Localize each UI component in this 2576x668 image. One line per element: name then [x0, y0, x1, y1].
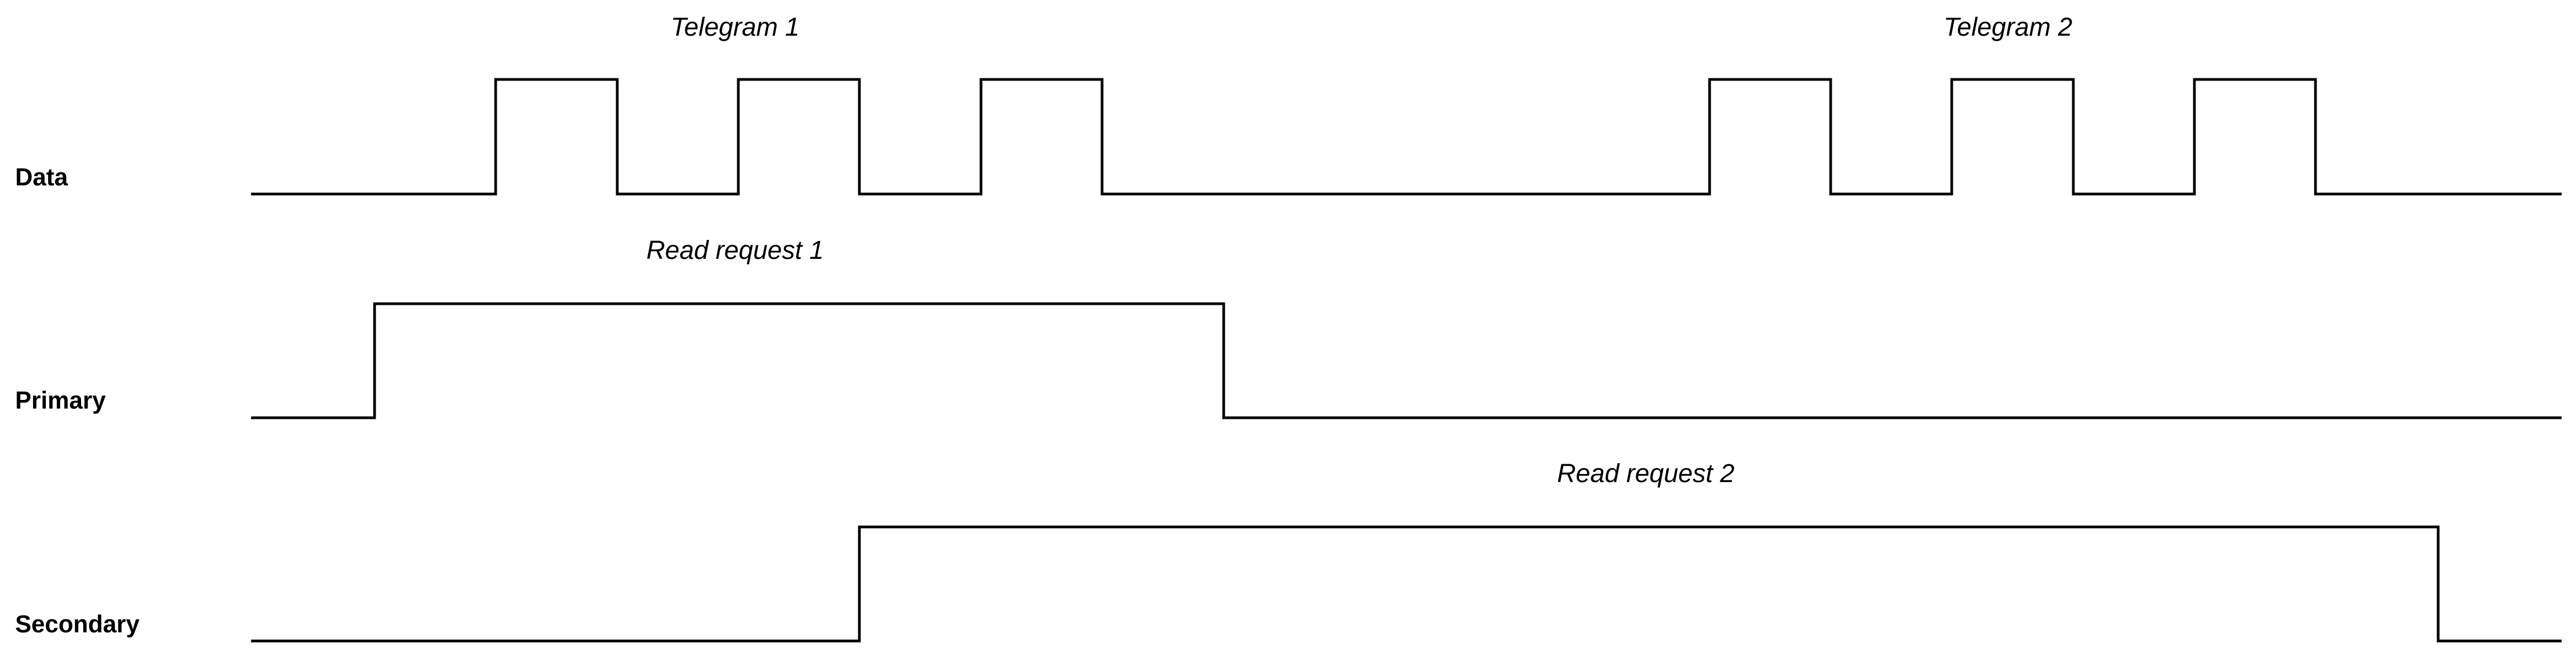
secondary-waveform	[251, 525, 2562, 643]
read-request-2-label: Read request 2	[1557, 459, 1734, 488]
read-request-1-label: Read request 1	[646, 236, 824, 265]
row-label-data: Data	[15, 163, 69, 191]
telegram-1-label: Telegram 1	[671, 13, 799, 42]
telegram-2-label: Telegram 2	[1944, 13, 2072, 42]
data-waveform	[251, 78, 2562, 196]
row-label-secondary: Secondary	[15, 610, 139, 638]
primary-waveform	[251, 302, 2562, 419]
row-label-primary: Primary	[15, 386, 106, 414]
